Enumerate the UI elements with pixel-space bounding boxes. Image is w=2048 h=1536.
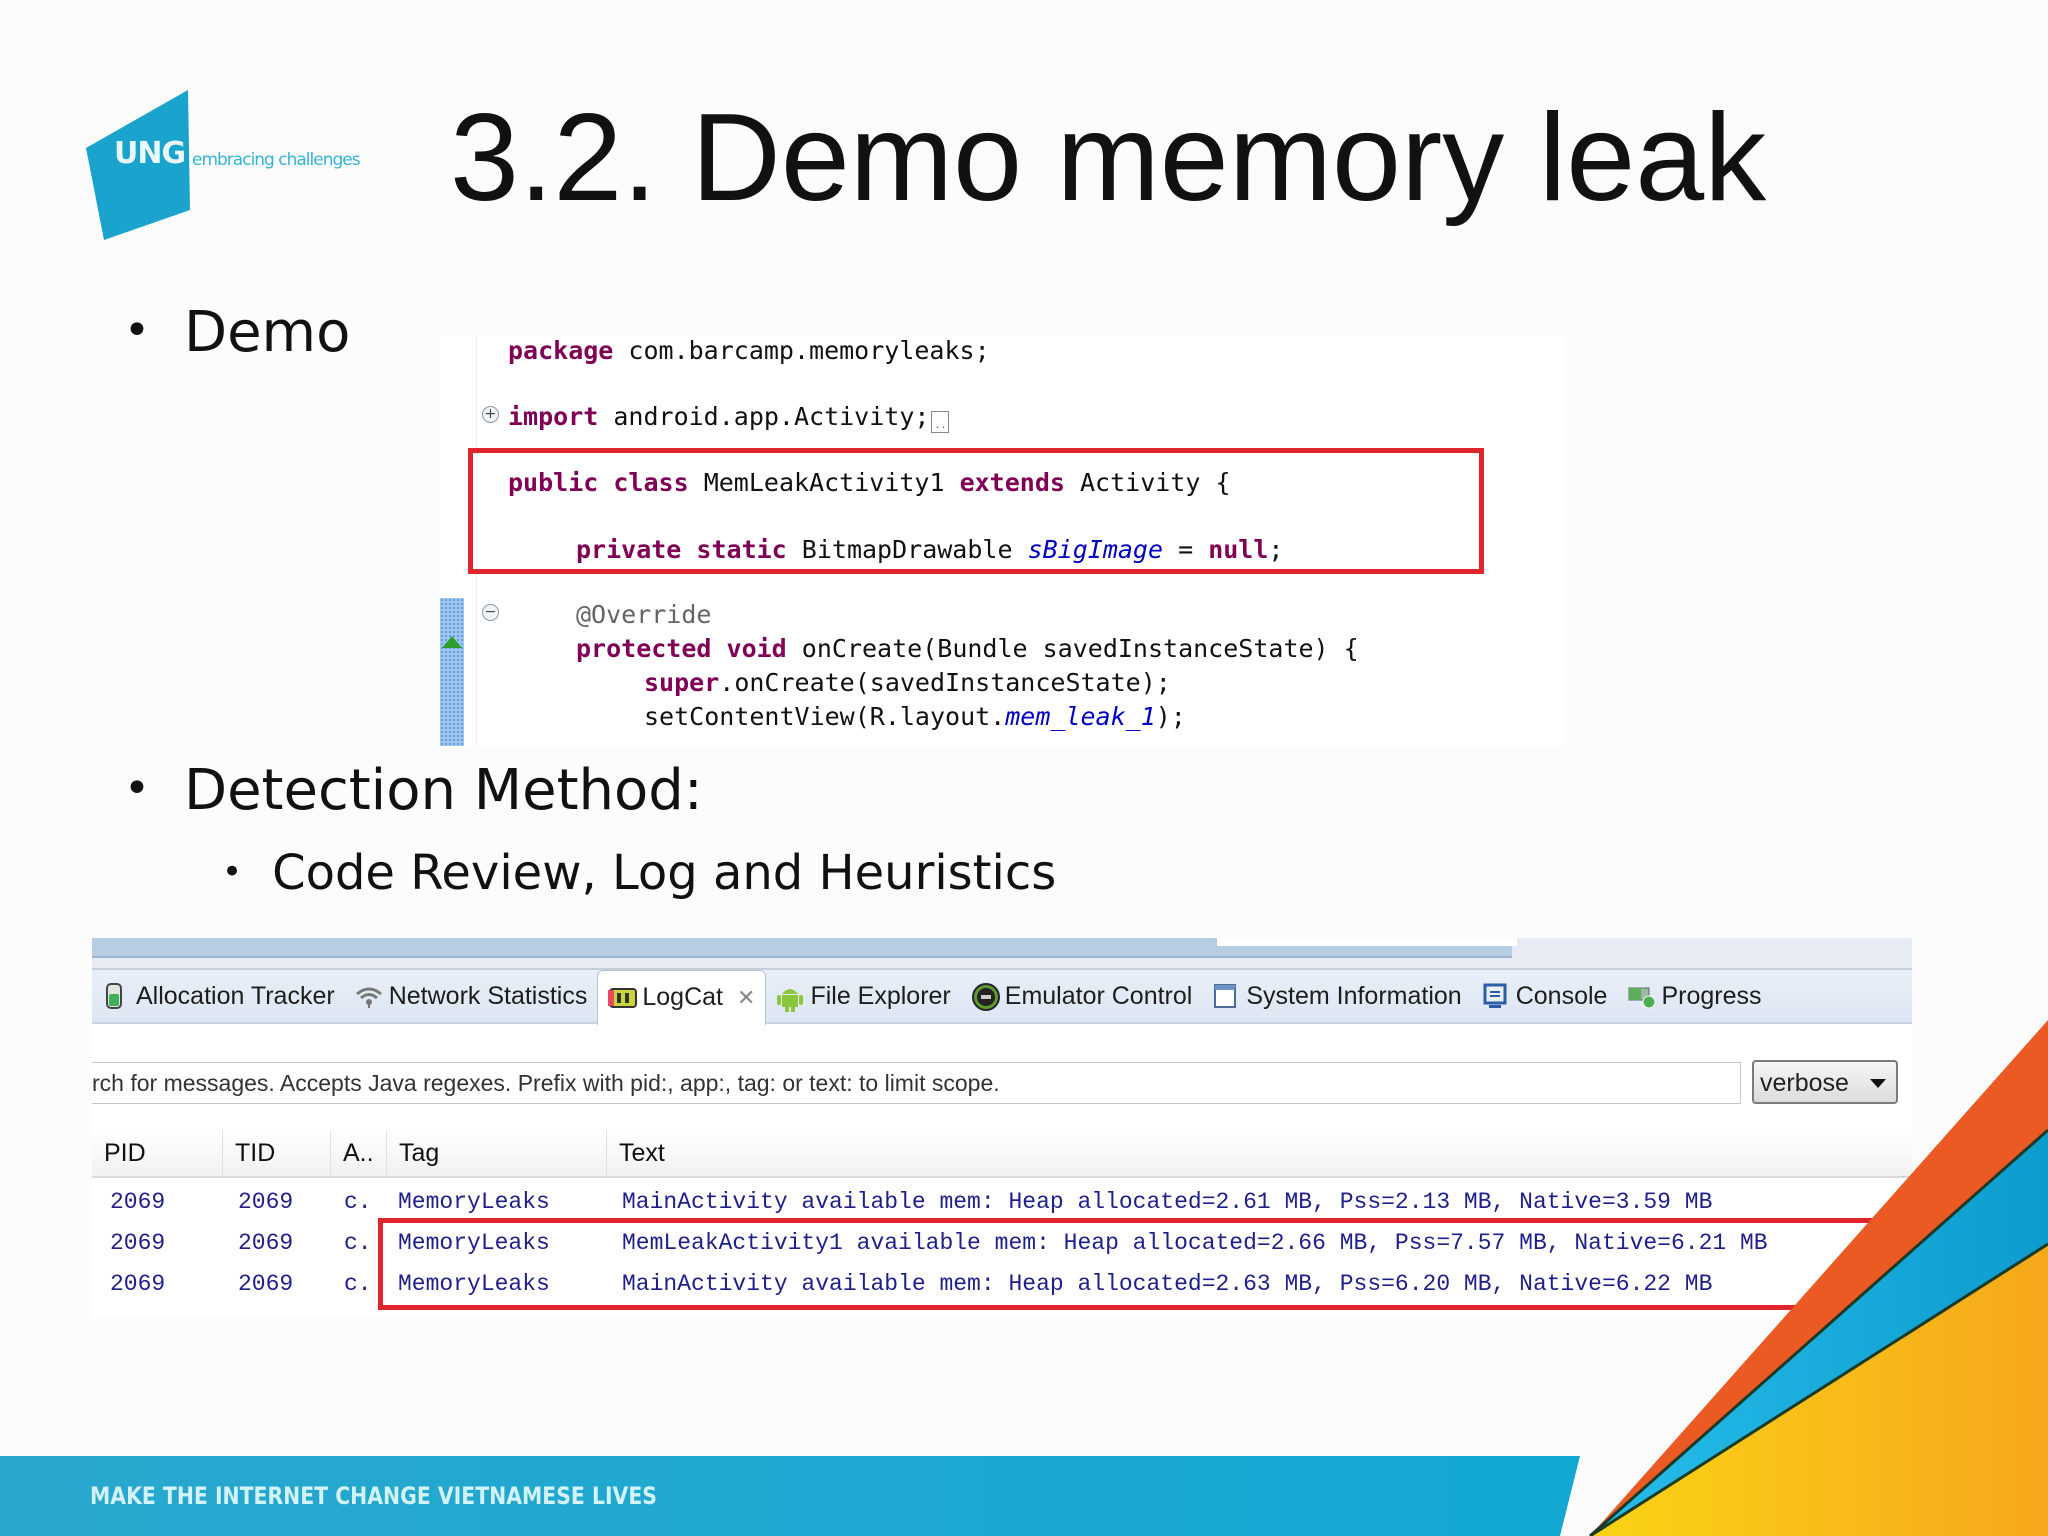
- android-icon: [776, 982, 804, 1012]
- column-header-pid[interactable]: PID: [104, 1139, 146, 1167]
- fold-expand-icon[interactable]: +: [482, 406, 499, 423]
- code-line-import: import android.app.Activity;..: [508, 402, 950, 433]
- logo-mark: UNG: [114, 136, 186, 171]
- code-line-static-field: private static BitmapDrawable sBigImage …: [576, 535, 1284, 564]
- code-line-class-decl: public class MemLeakActivity1 extends Ac…: [508, 468, 1231, 497]
- overview-ruler: [440, 598, 464, 746]
- logcat-search-input[interactable]: rch for messages. Accepts Java regexes. …: [92, 1062, 1741, 1104]
- footer-slogan: MAKE THE INTERNET CHANGE VIETNAMESE LIVE…: [90, 1482, 657, 1510]
- bullet-detection-method: • Detection Method:: [124, 758, 703, 823]
- tab-system-information[interactable]: System Information: [1202, 970, 1471, 1022]
- logcat-table-header: PID TID A.. Tag Text: [92, 1130, 1912, 1178]
- tab-logcat[interactable]: LogCat ✕: [597, 969, 767, 1025]
- slide-title: 3.2. Demo memory leak: [450, 89, 1767, 227]
- logo-shape-icon: [86, 90, 190, 240]
- tab-progress[interactable]: Progress: [1617, 970, 1771, 1022]
- fold-collapse-icon[interactable]: −: [482, 604, 499, 621]
- code-line-oncreate: protected void onCreate(Bundle savedInst…: [576, 634, 1359, 663]
- table-row[interactable]: 2069 2069 c. MemoryLeaks MainActivity av…: [110, 1189, 1713, 1215]
- sub-bullet-code-review: • Code Review, Log and Heuristics: [222, 845, 1056, 901]
- code-line-annotation: @Override: [576, 600, 712, 629]
- wifi-icon: [355, 982, 382, 1010]
- bullet-demo: • Demo: [124, 300, 350, 365]
- tab-emulator-control[interactable]: Emulator Control: [961, 970, 1203, 1022]
- close-tab-icon[interactable]: ✕: [737, 984, 756, 1010]
- bullet-dot-icon: •: [222, 852, 243, 892]
- tab-file-explorer[interactable]: File Explorer: [766, 970, 960, 1022]
- logo-tagline: embracing challenges: [192, 150, 361, 170]
- bullet-text: Demo: [183, 300, 351, 365]
- code-editor: package com.barcamp.memoryleaks; + impor…: [440, 336, 1565, 746]
- column-header-app[interactable]: A..: [330, 1130, 386, 1176]
- change-marker-icon: [442, 636, 462, 648]
- column-header-text[interactable]: Text: [606, 1130, 1912, 1176]
- code-line-super: super.onCreate(savedInstanceState);: [644, 668, 1171, 697]
- column-header-tag[interactable]: Tag: [386, 1130, 606, 1176]
- toolbar-field: [1217, 938, 1517, 946]
- progress-icon: [1627, 982, 1656, 1010]
- company-logo: UNG embracing challenges: [80, 88, 400, 248]
- bullet-text: Code Review, Log and Heuristics: [272, 845, 1057, 901]
- logcat-icon: [608, 984, 638, 1012]
- logcat-panel: Allocation Tracker Network Statistics Lo…: [92, 938, 1912, 1318]
- bullet-dot-icon: •: [124, 763, 150, 814]
- window-icon: [1212, 982, 1237, 1010]
- bullet-text: Detection Method:: [183, 758, 703, 823]
- tab-allocation-tracker[interactable]: Allocation Tracker: [92, 970, 345, 1022]
- log-level-select[interactable]: verbose: [1752, 1060, 1898, 1104]
- highlight-box-log: [378, 1218, 1890, 1310]
- collapsed-imports-icon[interactable]: ..: [931, 411, 950, 433]
- column-header-tid[interactable]: TID: [222, 1130, 330, 1176]
- toolbar-bar: [92, 938, 1512, 958]
- code-line-package: package com.barcamp.memoryleaks;: [508, 336, 990, 365]
- chevron-down-icon: [1870, 1079, 1886, 1088]
- console-icon: [1482, 982, 1507, 1010]
- table-row[interactable]: 2069 2069 c. MemoryLeaks MainActivity av…: [110, 1271, 1713, 1297]
- code-line-setcontentview: setContentView(R.layout.mem_leak_1);: [644, 702, 1186, 731]
- tab-network-statistics[interactable]: Network Statistics: [345, 970, 598, 1022]
- table-row[interactable]: 2069 2069 c. MemoryLeaks MemLeakActivity…: [110, 1230, 1768, 1256]
- battery-icon: [102, 982, 126, 1010]
- tab-console[interactable]: Console: [1472, 970, 1618, 1022]
- view-tabbar: Allocation Tracker Network Statistics Lo…: [92, 968, 1912, 1025]
- emulator-icon: [971, 982, 1000, 1011]
- gutter-divider: [476, 336, 477, 746]
- bullet-dot-icon: •: [124, 305, 150, 356]
- highlight-box-code: [468, 448, 1484, 574]
